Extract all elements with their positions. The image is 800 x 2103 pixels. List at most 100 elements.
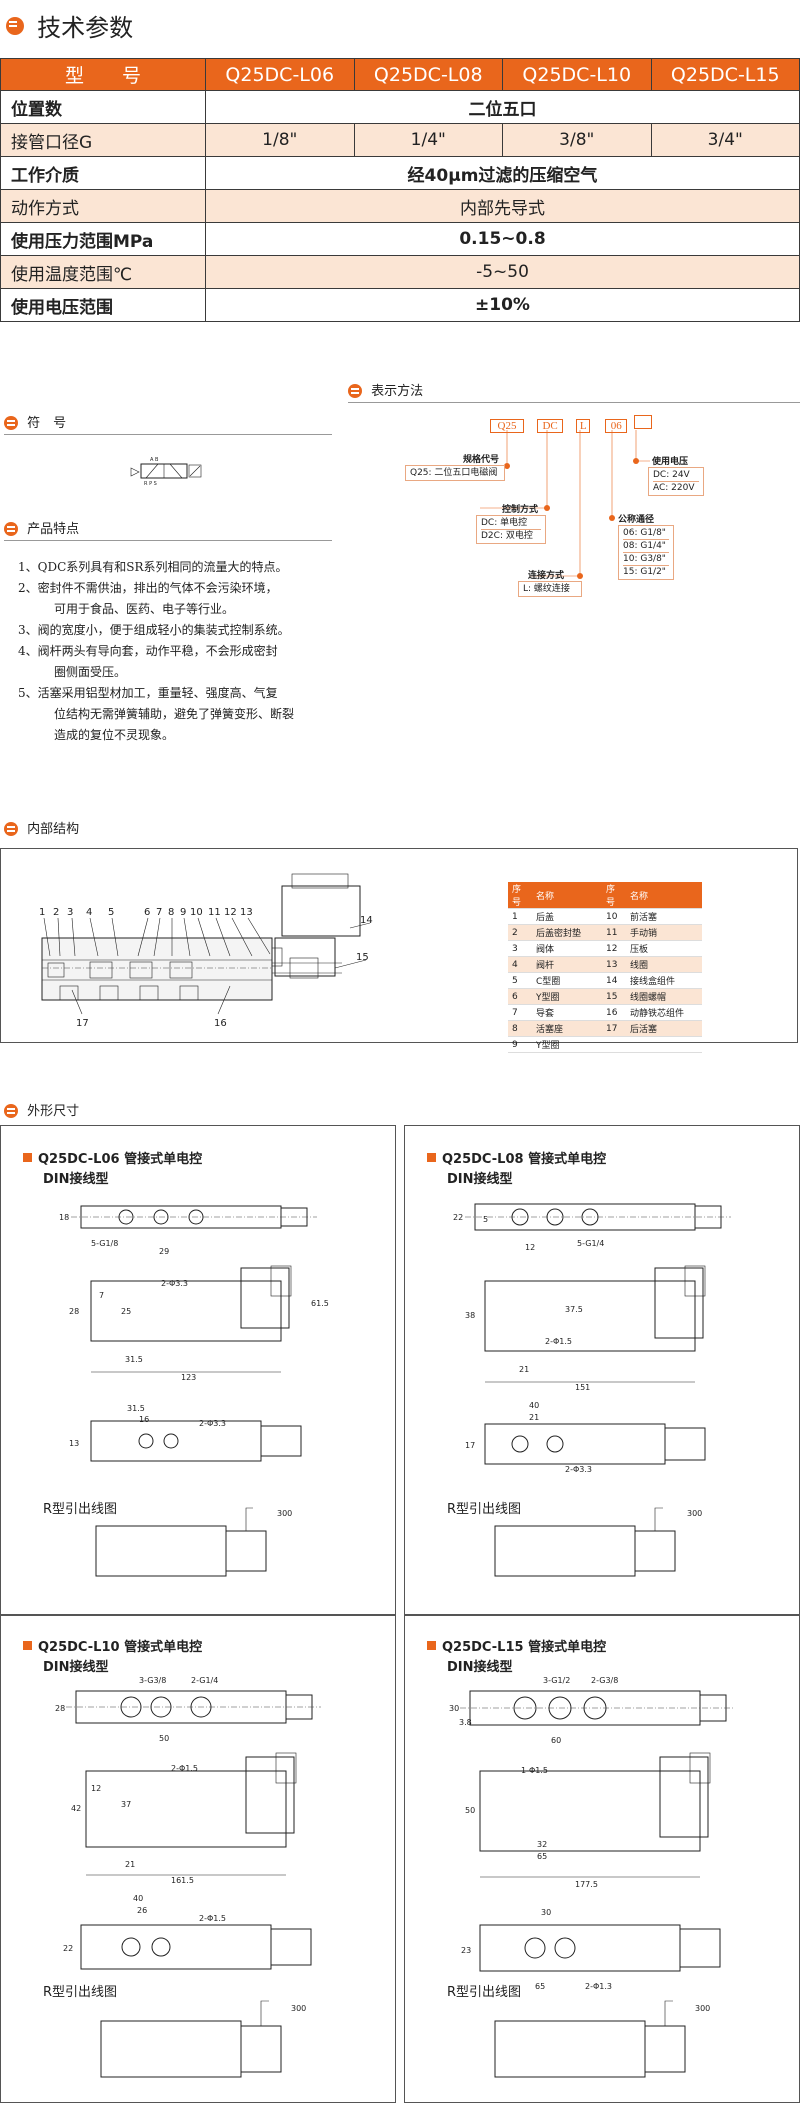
dim-label: 42 [71,1804,81,1813]
parts-cell: 3 [508,940,532,957]
parts-cell: 13 [602,956,626,973]
dim-label: 2-Φ3.3 [199,1419,226,1428]
parts-cell: 15 [602,988,626,1005]
spec-value: 二位五口 [205,90,800,124]
spec-label: 位置数 [0,90,206,124]
drawing-l10: 28 3-G3/8 2-G1/4 50 2-Φ1.5 42 12 37 21 1… [55,1676,321,2078]
panel-r-label: R型引出线图 [447,1985,522,2000]
dim-label: 161.5 [171,1876,194,1885]
dim-label: 30 [449,1704,459,1713]
parts-cell: 16 [602,1004,626,1021]
tech-header: 技术参数 [6,8,133,43]
conn-option: L: 螺纹连接 [523,584,570,594]
section-icon [4,1103,18,1118]
dim-label: 23 [461,1946,471,1955]
dim-label: 2-Φ3.3 [565,1465,592,1474]
notation-leaders [440,430,650,579]
dim-label: 3.8 [459,1718,472,1727]
size-block: 公称通径 06: G1/8" 08: G1/4" 10: G3/8" 15: G… [618,512,674,580]
size-option: 15: G1/2" [623,567,666,577]
dim-label: 32 [537,1840,547,1849]
parts-cell: 后活塞 [626,1020,702,1037]
dimensions-header: 外形尺寸 [4,1100,79,1119]
dim-label: 37 [121,1800,131,1809]
dim-label: 28 [55,1704,65,1713]
drawing-l15: 30 3.8 3-G1/2 2-G3/8 60 1-Φ1.5 50 32 65 … [449,1676,735,2078]
dim-label: 61.5 [311,1299,329,1308]
spec-row: 使用电压范围 ±10% [0,288,800,322]
structure-header: 内部结构 [4,818,79,837]
notation-codes: Q25 DC L 06 [490,414,653,433]
callout: 2 [53,907,59,918]
parts-header: 序号 名称 序号 名称 [508,882,702,909]
dim-label: 21 [519,1365,529,1374]
callout: 6 [144,907,150,918]
spec-value: 3/8" [502,123,652,157]
dim-label: 2-Φ3.3 [161,1279,188,1288]
parts-cell: 线圈 [626,956,702,973]
structure-title: 内部结构 [27,822,80,837]
spec-value: 0.15~0.8 [205,222,800,256]
parts-cell: 10 [602,908,626,925]
feature-item: 位结构无需弹簧辅助，避免了弹簧变形、断裂 [54,707,295,721]
dim-label: 65 [537,1852,547,1861]
series-desc: Q25: 二位五口电磁阀 [410,468,498,478]
parts-cell: 11 [602,924,626,941]
spec-row: 动作方式 内部先导式 [0,189,800,223]
parts-cell: 接线盒组件 [626,972,702,989]
dim-label: 21 [529,1413,539,1422]
code-voltage [634,415,653,429]
dim-label: 17 [465,1441,475,1450]
parts-cell [626,1036,702,1053]
parts-cell: 手动销 [626,924,702,941]
spec-label: 使用温度范围℃ [0,255,206,289]
dim-label: 2-Φ1.5 [171,1764,198,1773]
dim-label: 38 [465,1311,475,1320]
panel-din-label: DIN接线型 [447,1172,513,1187]
dim-label: 26 [137,1906,147,1915]
panel-r-label: R型引出线图 [43,1985,118,2000]
model-l08: Q25DC-L08 [353,58,503,91]
callout: 14 [360,915,373,926]
spec-value: 3/4" [650,123,800,157]
parts-cell: 活塞座 [532,1020,602,1037]
dim-label: 151 [575,1383,590,1392]
dim-label: 65 [535,1982,545,1991]
parts-cell: 17 [602,1020,626,1037]
size-options: 06: G1/8" 08: G1/4" 10: G3/8" 15: G1/2" [618,525,674,580]
model-l10: Q25DC-L10 [502,58,652,91]
divider [4,434,332,435]
parts-cell: Y型圈 [532,1036,602,1053]
dim-label: 2-G3/8 [591,1676,618,1685]
leader-dot [633,458,639,464]
spec-value: 经40μm过滤的压缩空气 [205,156,800,190]
voltage-options: DC: 24V AC: 220V [648,467,704,496]
callout: 11 [208,907,221,918]
parts-cell: 阀杆 [532,956,602,973]
section-icon [4,521,18,536]
model-l15: Q25DC-L15 [650,58,800,91]
dim-label: 13 [69,1439,79,1448]
callout: 7 [156,907,162,918]
parts-cell: 前活塞 [626,908,702,925]
parts-cell: 7 [508,1004,532,1021]
dim-label: 28 [69,1307,79,1316]
control-block: 控制方式 DC: 单电控 D2C: 双电控 [476,502,546,544]
dim-panel-l15: Q25DC-L15 管接式单电控 DIN接线型 R型引出线图 30 3.8 3-… [404,1615,800,2103]
callout: 15 [356,952,369,963]
leader-dot [504,463,510,469]
valve-symbol-icon: A B R P S [130,457,202,487]
spec-value: ±10% [205,288,800,322]
panel-title: Q25DC-L10 管接式单电控 [23,1636,202,1655]
parts-cell: 4 [508,956,532,973]
spec-value: 1/8" [205,123,355,157]
spec-table: 型 号 Q25DC-L06 Q25DC-L08 Q25DC-L10 Q25DC-… [0,58,800,322]
parts-cell: 导套 [532,1004,602,1021]
callout: 3 [67,907,73,918]
parts-cell: 阀体 [532,940,602,957]
